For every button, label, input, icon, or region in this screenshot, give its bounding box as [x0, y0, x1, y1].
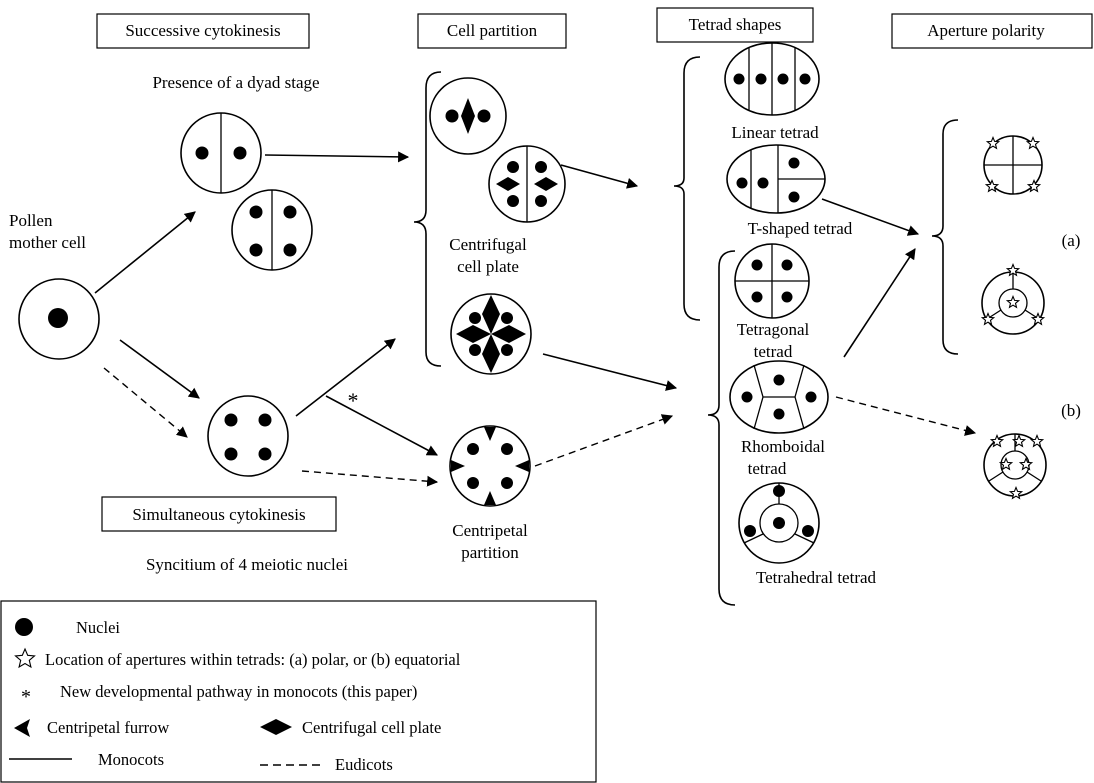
tetragonal-tetrad	[734, 243, 810, 319]
aperture-star-icon	[1011, 434, 1027, 448]
centripetal-cell	[449, 425, 531, 507]
tshaped-tetrad-label: T-shaped tetrad	[748, 219, 853, 238]
pollen-mother-cell-label-2: mother cell	[9, 233, 86, 252]
legend-item-apertures: Location of apertures within tetrads: (a…	[14, 647, 461, 669]
centrifugal-cell-1	[429, 77, 507, 155]
aperture-star-icon	[1025, 136, 1041, 150]
tetragonal-tetrad-label-1: Tetragonal	[737, 320, 810, 339]
header-cell-partition-label: Cell partition	[447, 21, 538, 40]
arrow-centrifugal-to-successive-tetrads	[560, 164, 639, 189]
header-successive-label: Successive cytokinesis	[125, 21, 280, 40]
pollen-mother-cell	[18, 278, 100, 360]
new-pathway-asterisk: *	[348, 388, 359, 413]
aperture-star-icon	[1018, 457, 1034, 471]
brace-successive-tetrads	[673, 56, 701, 321]
tetrahedral-tetrad	[738, 482, 820, 564]
legend-label-new-pathway: New developmental pathway in monocots (t…	[60, 682, 417, 701]
arrow-pmc-to-syncitium-monocot	[119, 339, 200, 399]
aperture-star-icon	[1005, 263, 1021, 277]
equatorial-tag: (b)	[1061, 401, 1081, 420]
aperture-star-icon	[1029, 434, 1045, 448]
rhomboidal-tetrad	[729, 360, 829, 434]
dyad-stage-label: Presence of a dyad stage	[152, 73, 319, 92]
arrow-tshaped-to-polar	[821, 198, 920, 236]
aperture-star-icon	[980, 312, 996, 326]
centrifugal-label-2: cell plate	[457, 257, 519, 276]
arrow-syncitium-to-centripetal-eudicot	[301, 470, 439, 487]
tshaped-tetrad	[726, 144, 826, 214]
rhomboidal-tetrad-label-1: Rhomboidal	[741, 437, 825, 456]
header-aperture-polarity: Aperture polarity	[891, 13, 1093, 49]
legend-item-new-pathway: * New developmental pathway in monocots …	[21, 682, 417, 708]
rhomboidal-tetrad-label-2: tetrad	[748, 459, 787, 478]
tetrahedral-tetrad-label: Tetrahedral tetrad	[756, 568, 877, 587]
arrow-syncitium-to-centrifugal	[295, 338, 396, 417]
brace-cell-partition	[413, 71, 442, 367]
centripetal-furrow-icon	[14, 719, 30, 737]
legend-item-centripetal-furrow: Centripetal furrow	[14, 718, 169, 737]
legend: Nuclei Location of apertures within tetr…	[0, 600, 597, 783]
linear-tetrad-label: Linear tetrad	[731, 123, 819, 142]
header-successive: Successive cytokinesis	[96, 13, 310, 49]
syncitium-label: Syncitium of 4 meiotic nuclei	[146, 555, 348, 574]
legend-label-centrifugal-plate: Centrifugal cell plate	[302, 718, 441, 737]
polar-tag: (a)	[1062, 231, 1081, 250]
brace-polar	[931, 119, 959, 355]
arrow-pmc-to-syncitium-eudicot	[103, 367, 188, 438]
aperture-star-icon	[1030, 312, 1046, 326]
syncitium-cell	[207, 395, 289, 477]
header-aperture-polarity-label: Aperture polarity	[927, 21, 1045, 40]
centripetal-label-2: partition	[461, 543, 519, 562]
brace-simultaneous-tetrads	[707, 250, 736, 606]
centrifugal-cell-3	[450, 293, 532, 375]
star-icon	[14, 647, 36, 669]
legend-label-nuclei: Nuclei	[76, 618, 120, 637]
legend-item-centrifugal-plate: Centrifugal cell plate	[260, 718, 441, 737]
legend-label-apertures: Location of apertures within tetrads: (a…	[45, 650, 461, 669]
arrow-dyad-to-centrifugal	[264, 151, 410, 163]
linear-tetrad	[724, 42, 820, 116]
legend-label-eudicots: Eudicots	[335, 755, 393, 774]
header-simultaneous-label: Simultaneous cytokinesis	[132, 505, 305, 524]
arrow-centrifugal-to-simultaneous-tetrads	[542, 353, 678, 391]
header-tetrad-shapes: Tetrad shapes	[656, 7, 814, 43]
arrow-syncitium-to-centripetal-monocot	[325, 395, 438, 456]
aperture-star-icon	[1008, 486, 1024, 500]
polar-aperture-tetrahedral	[980, 263, 1046, 335]
header-simultaneous: Simultaneous cytokinesis	[101, 496, 337, 532]
arrow-centripetal-to-simultaneous-tetrads	[534, 414, 674, 467]
asterisk-icon: *	[21, 686, 31, 708]
centrifugal-label-1: Centrifugal	[449, 235, 527, 254]
equatorial-aperture-tetrahedral	[983, 433, 1047, 500]
arrow-pmc-to-dyad	[94, 211, 196, 294]
aperture-star-icon	[984, 179, 1000, 193]
arrow-rhomboidal-to-equatorial	[835, 396, 977, 436]
header-tetrad-shapes-label: Tetrad shapes	[689, 15, 782, 34]
aperture-star-icon	[989, 434, 1005, 448]
legend-label-monocots: Monocots	[98, 750, 164, 769]
aperture-star-icon	[998, 457, 1014, 471]
dyad-four-nuclei-cell	[231, 189, 313, 271]
aperture-star-icon	[985, 136, 1001, 150]
nucleus-icon	[15, 618, 33, 636]
dyad-cell	[180, 112, 262, 194]
pollen-mother-cell-label-1: Pollen	[9, 211, 53, 230]
legend-item-eudicots: Eudicots	[260, 755, 393, 774]
arrow-tetragonal-to-polar	[843, 248, 916, 358]
legend-item-monocots: Monocots	[9, 750, 164, 769]
polar-aperture-tetragonal	[983, 135, 1043, 195]
centripetal-label-1: Centripetal	[452, 521, 528, 540]
legend-item-nuclei: Nuclei	[15, 618, 120, 637]
aperture-star-icon	[1026, 179, 1042, 193]
centrifugal-plate-icon	[260, 719, 292, 735]
aperture-star-icon	[1005, 295, 1021, 309]
header-cell-partition: Cell partition	[417, 13, 567, 49]
centrifugal-cell-2	[488, 145, 566, 223]
tetragonal-tetrad-label-2: tetrad	[754, 342, 793, 361]
legend-label-centripetal-furrow: Centripetal furrow	[47, 718, 169, 737]
